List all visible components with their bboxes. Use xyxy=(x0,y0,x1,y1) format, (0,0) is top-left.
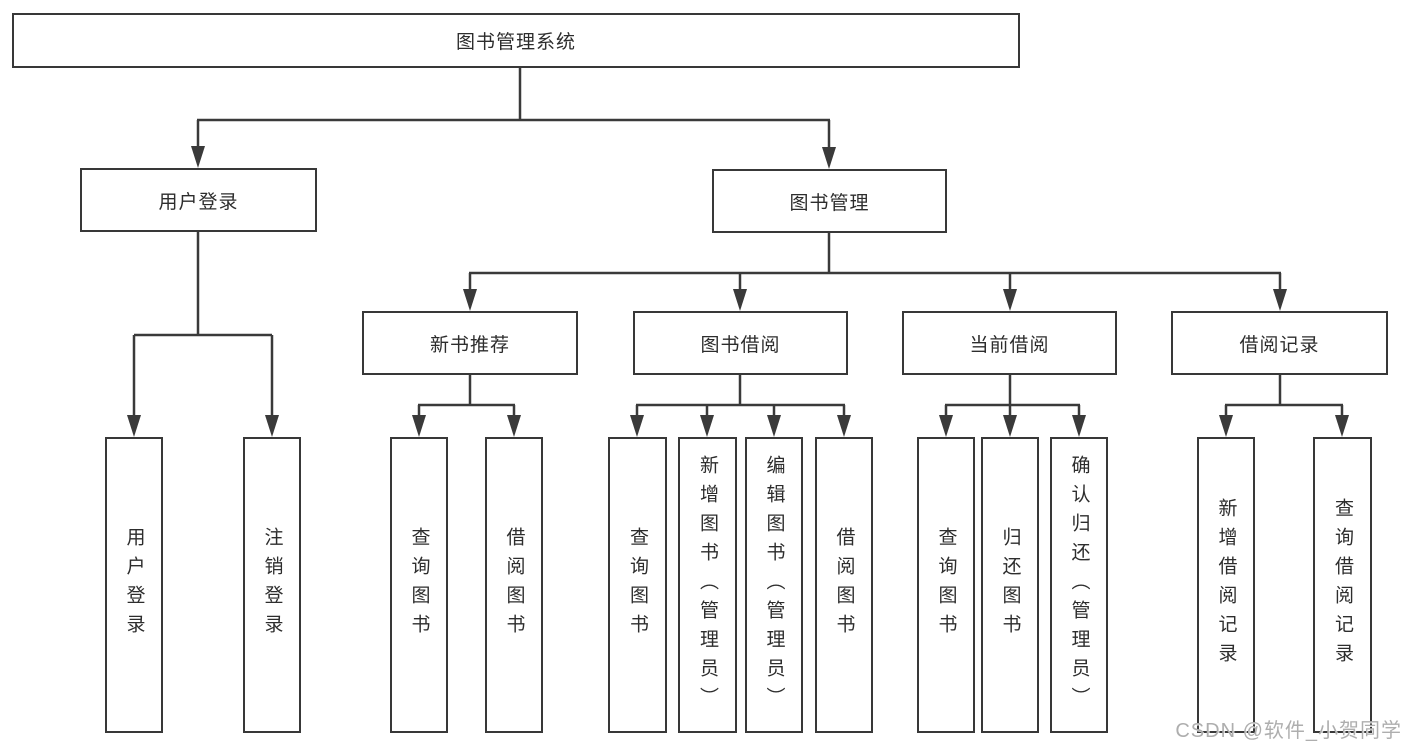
leaf-user-login-label: 用户登录 xyxy=(123,527,145,643)
node-borrowing-records-label: 借阅记录 xyxy=(1239,334,1320,356)
connector-arrowhead-icon xyxy=(733,289,747,311)
connector-arrowhead-icon xyxy=(939,415,953,437)
node-new-book-recommendation-label: 新书推荐 xyxy=(429,334,510,356)
leaf-confirm-return-admin: 确认归还（管理员） xyxy=(1050,437,1108,733)
connector-arrowhead-icon xyxy=(1273,289,1287,311)
leaf-recommend-borrow-books: 借阅图书 xyxy=(485,437,543,733)
node-book-management-system: 图书管理系统 xyxy=(12,13,1020,68)
leaf-confirm-return-admin-label: 确认归还（管理员） xyxy=(1068,454,1090,716)
leaf-borrow-books: 借阅图书 xyxy=(815,437,873,733)
leaf-add-books-admin-label: 新增图书（管理员） xyxy=(697,454,718,716)
connector-arrowhead-icon xyxy=(1072,415,1086,437)
connector-arrowhead-icon xyxy=(837,415,851,437)
leaf-user-login: 用户登录 xyxy=(105,437,163,733)
leaf-recommend-query-books-label: 查询图书 xyxy=(408,527,430,643)
leaf-recommend-borrow-books-label: 借阅图书 xyxy=(503,527,525,643)
connector-arrowhead-icon xyxy=(822,147,836,169)
connector-arrowhead-icon xyxy=(507,415,521,437)
csdn-watermark: CSDN @软件_小贺同学 xyxy=(1175,720,1402,742)
leaf-borrow-books-label: 借阅图书 xyxy=(833,527,855,643)
leaf-add-borrow-record-label: 新增借阅记录 xyxy=(1215,498,1237,672)
connector-arrowhead-icon xyxy=(265,415,279,437)
connector-arrowhead-icon xyxy=(191,146,205,168)
leaf-borrow-query-books-label: 查询图书 xyxy=(627,527,648,643)
node-current-borrowing: 当前借阅 xyxy=(902,311,1117,375)
leaf-return-books-label: 归还图书 xyxy=(999,527,1021,643)
node-book-borrowing-label: 图书借阅 xyxy=(700,334,781,356)
connector-arrowhead-icon xyxy=(1003,289,1017,311)
leaf-recommend-query-books: 查询图书 xyxy=(390,437,448,733)
leaf-return-books: 归还图书 xyxy=(981,437,1039,733)
connector-arrowhead-icon xyxy=(630,415,644,437)
connector-arrowhead-icon xyxy=(700,415,714,437)
connector-arrowhead-icon xyxy=(463,289,477,311)
connector-arrowhead-icon xyxy=(412,415,426,437)
leaf-query-borrow-record-label: 查询借阅记录 xyxy=(1332,498,1353,672)
node-current-borrowing-label: 当前借阅 xyxy=(969,334,1050,356)
connector-arrowhead-icon xyxy=(127,415,141,437)
node-new-book-recommendation: 新书推荐 xyxy=(362,311,578,375)
leaf-borrow-query-books: 查询图书 xyxy=(608,437,667,733)
node-book-management-system-label: 图书管理系统 xyxy=(455,32,576,53)
connector-arrowhead-icon xyxy=(1335,415,1349,437)
leaf-edit-books-admin: 编辑图书（管理员） xyxy=(745,437,803,733)
leaf-current-query-books: 查询图书 xyxy=(917,437,975,733)
connector-arrowhead-icon xyxy=(1003,415,1017,437)
leaf-edit-books-admin-label: 编辑图书（管理员） xyxy=(763,454,785,716)
node-book-borrowing: 图书借阅 xyxy=(633,311,848,375)
node-book-management-label: 图书管理 xyxy=(789,192,870,214)
node-user-login: 用户登录 xyxy=(80,168,317,232)
leaf-add-borrow-record: 新增借阅记录 xyxy=(1197,437,1255,733)
leaf-logout: 注销登录 xyxy=(243,437,301,733)
leaf-query-borrow-record: 查询借阅记录 xyxy=(1313,437,1372,733)
node-user-login-label: 用户登录 xyxy=(158,191,239,213)
connector-arrowhead-icon xyxy=(1219,415,1233,437)
leaf-add-books-admin: 新增图书（管理员） xyxy=(678,437,737,733)
leaf-logout-label: 注销登录 xyxy=(261,527,283,643)
node-book-management: 图书管理 xyxy=(712,169,947,233)
node-borrowing-records: 借阅记录 xyxy=(1171,311,1388,375)
connector-arrowhead-icon xyxy=(767,415,781,437)
leaf-current-query-books-label: 查询图书 xyxy=(935,527,957,643)
